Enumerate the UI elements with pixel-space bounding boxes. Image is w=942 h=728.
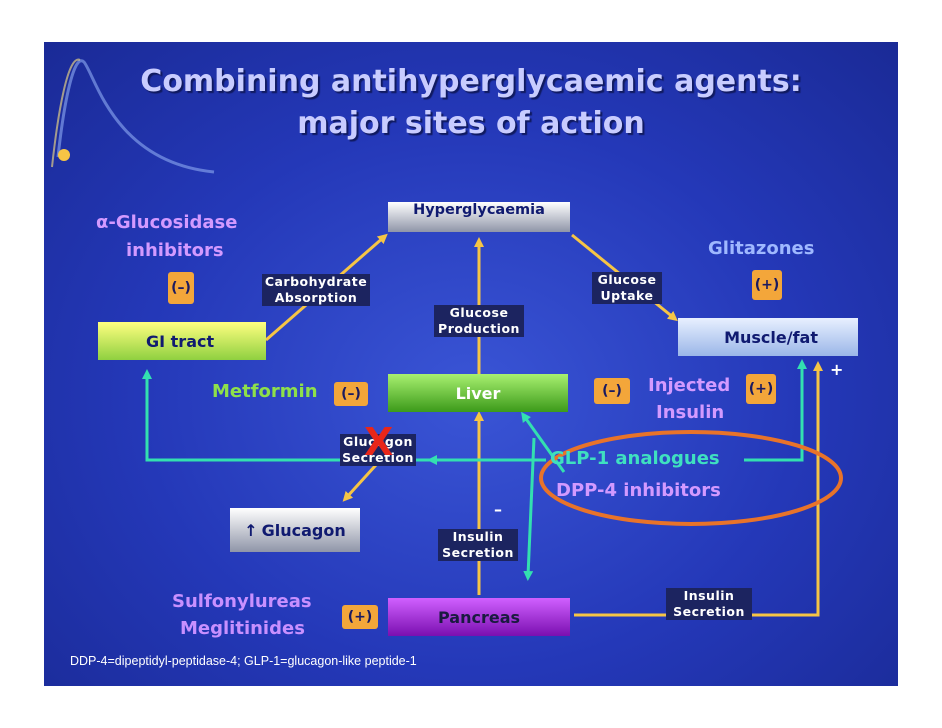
highlight-ring bbox=[539, 430, 843, 526]
alpha-glucosidase-line1: α-Glucosidase bbox=[96, 212, 238, 233]
glucose-production-line1: Glucose bbox=[449, 305, 509, 320]
injected-insulin-minus-sign: (–) bbox=[594, 378, 630, 404]
insulin-secretion-mid-line1: Insulin bbox=[452, 529, 504, 544]
arrow-glp-to-pancreas bbox=[523, 437, 536, 581]
injected-insulin-plus-sign: (+) bbox=[746, 374, 776, 404]
metformin-sign: (–) bbox=[334, 382, 368, 406]
carbohydrate-absorption-label: Carbohydrate Absorption bbox=[262, 274, 370, 306]
insulin-secretion-right-label: Insulin Secretion bbox=[666, 588, 752, 620]
arrow-pancreas-to-muscle bbox=[574, 361, 823, 617]
injected-insulin-line2: Insulin bbox=[656, 402, 725, 423]
slide-canvas: Combining antihyperglycaemic agents: maj… bbox=[44, 42, 898, 686]
liver-node: Liver bbox=[388, 374, 568, 412]
glucagon-secretion-label: Glucagon Secretion bbox=[340, 434, 416, 466]
carb-absorption-line1: Carbohydrate bbox=[264, 274, 368, 289]
minus-mark: – bbox=[494, 500, 502, 519]
muscle-fat-node: Muscle/fat bbox=[678, 318, 858, 356]
glp1-analogues-label: GLP-1 analogues bbox=[550, 448, 720, 469]
gi-tract-node: GI tract bbox=[98, 322, 266, 360]
meglitinides-label: Meglitinides bbox=[180, 618, 305, 639]
swoosh-logo bbox=[56, 59, 215, 174]
insulin-secretion-right-line1: Insulin bbox=[683, 588, 735, 603]
glucagon-node: ↑ Glucagon bbox=[230, 508, 360, 552]
arrow-glp-to-muscle bbox=[744, 359, 807, 462]
insulin-secretion-right-line2: Secretion bbox=[673, 604, 745, 619]
glucose-uptake-line2: Uptake bbox=[600, 288, 654, 303]
up-arrow-icon: ↑ bbox=[244, 520, 258, 540]
glucagon-secretion-line2: Secretion bbox=[342, 450, 414, 465]
plus-mark: + bbox=[830, 360, 844, 379]
title-line-2: major sites of action bbox=[297, 106, 645, 141]
glucose-production-line2: Production bbox=[438, 321, 520, 336]
arrow-glp-to-liver bbox=[521, 411, 566, 473]
glucose-uptake-label: Glucose Uptake bbox=[592, 272, 662, 304]
glucagon-label: Glucagon bbox=[261, 520, 346, 540]
glucagon-secretion-line1: Glucagon bbox=[343, 434, 413, 449]
alpha-glucosidase-sign: (–) bbox=[168, 272, 194, 304]
alpha-glucosidase-line2: inhibitors bbox=[126, 240, 224, 261]
footnote: DDP-4=dipeptidyl-peptidase-4; GLP-1=gluc… bbox=[70, 654, 417, 668]
injected-insulin-line1: Injected bbox=[648, 375, 731, 396]
carb-absorption-line2: Absorption bbox=[274, 290, 358, 305]
sulfonylureas-label: Sulfonylureas bbox=[172, 591, 312, 612]
glitazones-label: Glitazones bbox=[708, 238, 815, 259]
insulin-secretion-mid-label: Insulin Secretion bbox=[438, 529, 518, 561]
glucose-uptake-line1: Glucose bbox=[597, 272, 657, 287]
glucose-production-label: Glucose Production bbox=[434, 305, 524, 337]
glitazones-sign: (+) bbox=[752, 270, 782, 300]
swoosh-dot bbox=[58, 149, 70, 161]
dpp4-inhibitors-label: DPP-4 inhibitors bbox=[556, 480, 721, 501]
insulin-secretion-mid-line2: Secretion bbox=[442, 545, 514, 560]
block-x-icon: X bbox=[364, 420, 394, 464]
title-line-1: Combining antihyperglycaemic agents: bbox=[140, 64, 802, 99]
sulfonylureas-sign: (+) bbox=[342, 605, 378, 629]
metformin-label: Metformin bbox=[212, 381, 318, 402]
hyperglycaemia-node: Hyperglycaemia bbox=[388, 202, 570, 232]
pancreas-node: Pancreas bbox=[388, 598, 570, 636]
